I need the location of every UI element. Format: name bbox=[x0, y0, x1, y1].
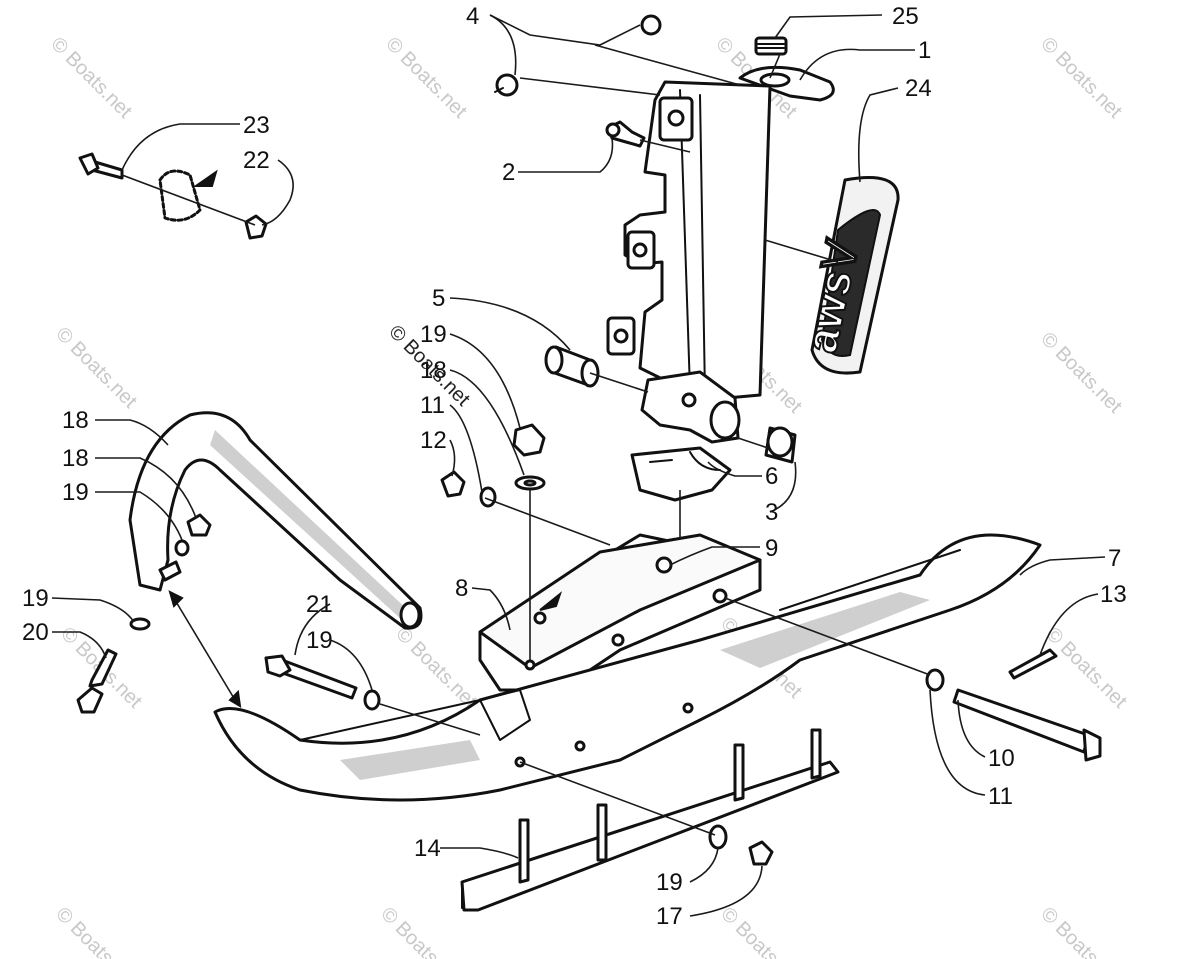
watermark: © Boats.net bbox=[716, 903, 806, 959]
callout-20: 20 bbox=[22, 619, 49, 646]
part-bolt-axle bbox=[925, 668, 1102, 762]
part-bottom-hardware bbox=[708, 824, 774, 866]
callout-16: 19 bbox=[420, 321, 447, 348]
part-grease-fitting bbox=[605, 120, 646, 148]
part-handle-hardware bbox=[158, 513, 212, 582]
part-bolt-long bbox=[264, 654, 381, 711]
watermark: © Boats.net bbox=[51, 323, 141, 413]
callout-22: 22 bbox=[243, 147, 270, 174]
part-grease-zerk bbox=[494, 14, 662, 97]
watermark: © Boats.net bbox=[1036, 33, 1126, 123]
callout-23: 23 bbox=[243, 112, 270, 139]
callout-12: 12 bbox=[420, 427, 447, 454]
part-stop-block bbox=[630, 446, 732, 502]
part-wear-bar bbox=[460, 728, 840, 912]
part-small-bushing bbox=[764, 426, 797, 464]
callout-4: 4 bbox=[466, 3, 479, 30]
part-nut-small bbox=[440, 470, 466, 498]
callout-19-bottom: 19 bbox=[656, 869, 683, 896]
watermark: © Boats.net bbox=[1036, 903, 1126, 959]
callout-13: 13 bbox=[1100, 581, 1127, 608]
part-bumper-assembly bbox=[78, 152, 268, 240]
callout-2: 2 bbox=[502, 159, 515, 186]
callout-24: 24 bbox=[905, 75, 932, 102]
watermark: © Boats.net bbox=[46, 33, 136, 123]
part-cap bbox=[754, 36, 788, 56]
part-bolt-short bbox=[76, 648, 118, 714]
callout-7: 7 bbox=[1108, 545, 1121, 572]
callout-3: 3 bbox=[765, 499, 778, 526]
callout-6: 6 bbox=[765, 463, 778, 490]
part-spindle-housing bbox=[606, 65, 835, 402]
part-washer-small bbox=[479, 486, 497, 508]
callout-1: 1 bbox=[918, 37, 931, 64]
callout-17: 18 bbox=[62, 407, 89, 434]
callout-labels: 25 1 4 24 23 22 2 5 19 18 11 12 18 18 19… bbox=[22, 3, 1127, 930]
callout-18-left: 18 bbox=[62, 445, 89, 472]
callout-11-upper: 11 bbox=[420, 392, 445, 419]
watermark: © Boats.net bbox=[1036, 328, 1126, 418]
part-washer bbox=[514, 475, 546, 491]
callout-25: 25 bbox=[892, 3, 919, 30]
callout-11-lower: 11 bbox=[988, 783, 1013, 810]
callout-19-mid: 19 bbox=[306, 627, 333, 654]
watermark: © Boats.net bbox=[391, 623, 481, 713]
part-ski-handle bbox=[128, 411, 423, 630]
part-washer-left bbox=[129, 617, 151, 631]
callout-10: 10 bbox=[988, 745, 1015, 772]
watermark: © Boats.net bbox=[381, 33, 471, 123]
callout-18-bottom: 17 bbox=[656, 903, 683, 930]
watermark: © Boats.net bbox=[1041, 623, 1131, 713]
callout-19-left-lower: 19 bbox=[22, 585, 49, 612]
part-decal: awsⅤ bbox=[796, 176, 900, 375]
callout-21: 21 bbox=[306, 591, 333, 618]
callout-5: 5 bbox=[432, 285, 445, 312]
callout-15: 18 bbox=[420, 357, 447, 384]
callout-14: 14 bbox=[414, 835, 441, 862]
part-ski bbox=[213, 533, 1042, 802]
part-bushing bbox=[544, 345, 600, 388]
watermark: © Boats.net bbox=[376, 903, 466, 959]
part-lock-nut bbox=[512, 423, 546, 457]
part-cotter-pin bbox=[1008, 648, 1058, 680]
part-spindle-knuckle bbox=[640, 370, 741, 444]
callout-19-left-upper: 19 bbox=[62, 479, 89, 506]
part-saddle bbox=[478, 533, 762, 692]
watermark: © Boats.net bbox=[51, 903, 141, 959]
leader-lines bbox=[51, 14, 1106, 917]
callout-9: 9 bbox=[765, 535, 778, 562]
callout-8: 8 bbox=[455, 575, 468, 602]
